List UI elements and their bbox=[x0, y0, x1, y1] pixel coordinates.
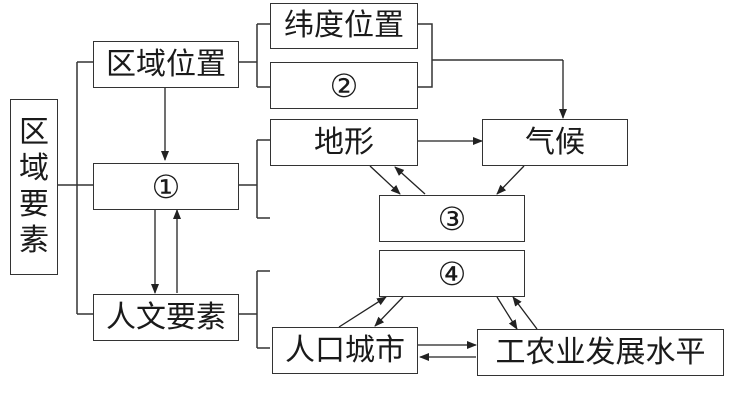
arrow-industry-to-4 bbox=[512, 296, 538, 330]
location-bracket bbox=[238, 23, 270, 88]
population-city-node: 人口城市 bbox=[272, 327, 418, 374]
blank-3-node: ③ bbox=[379, 195, 525, 242]
latitude-node: 纬度位置 bbox=[270, 3, 418, 49]
arrow-climate-to-3 bbox=[496, 165, 525, 195]
blank-2-node: ② bbox=[270, 62, 418, 109]
arrow-terrain-to-3 bbox=[369, 165, 401, 195]
climate-node: 气候 bbox=[482, 119, 628, 166]
arrow-population-to-4 bbox=[338, 296, 387, 328]
human-elements-node: 人文要素 bbox=[93, 294, 239, 341]
root-char: 区 bbox=[19, 115, 49, 150]
blank-4-node: ④ bbox=[379, 250, 525, 297]
position-right-bracket bbox=[417, 23, 563, 88]
root-node: 区 域 要 素 bbox=[10, 99, 58, 275]
arrow-3-to-terrain bbox=[394, 166, 426, 195]
human-bracket bbox=[238, 270, 270, 349]
root-char: 要 bbox=[19, 187, 49, 222]
root-char: 素 bbox=[19, 223, 49, 258]
arrow-4-to-industry bbox=[496, 296, 518, 330]
location-node: 区域位置 bbox=[93, 41, 239, 88]
root-bracket bbox=[58, 61, 93, 315]
terrain-node: 地形 bbox=[270, 119, 418, 166]
natural-bracket bbox=[238, 139, 270, 219]
industry-agriculture-node: 工农业发展水平 bbox=[477, 329, 724, 376]
blank-1-node: ① bbox=[93, 163, 239, 210]
arrow-4-to-population bbox=[374, 296, 404, 327]
root-char: 域 bbox=[19, 151, 49, 186]
